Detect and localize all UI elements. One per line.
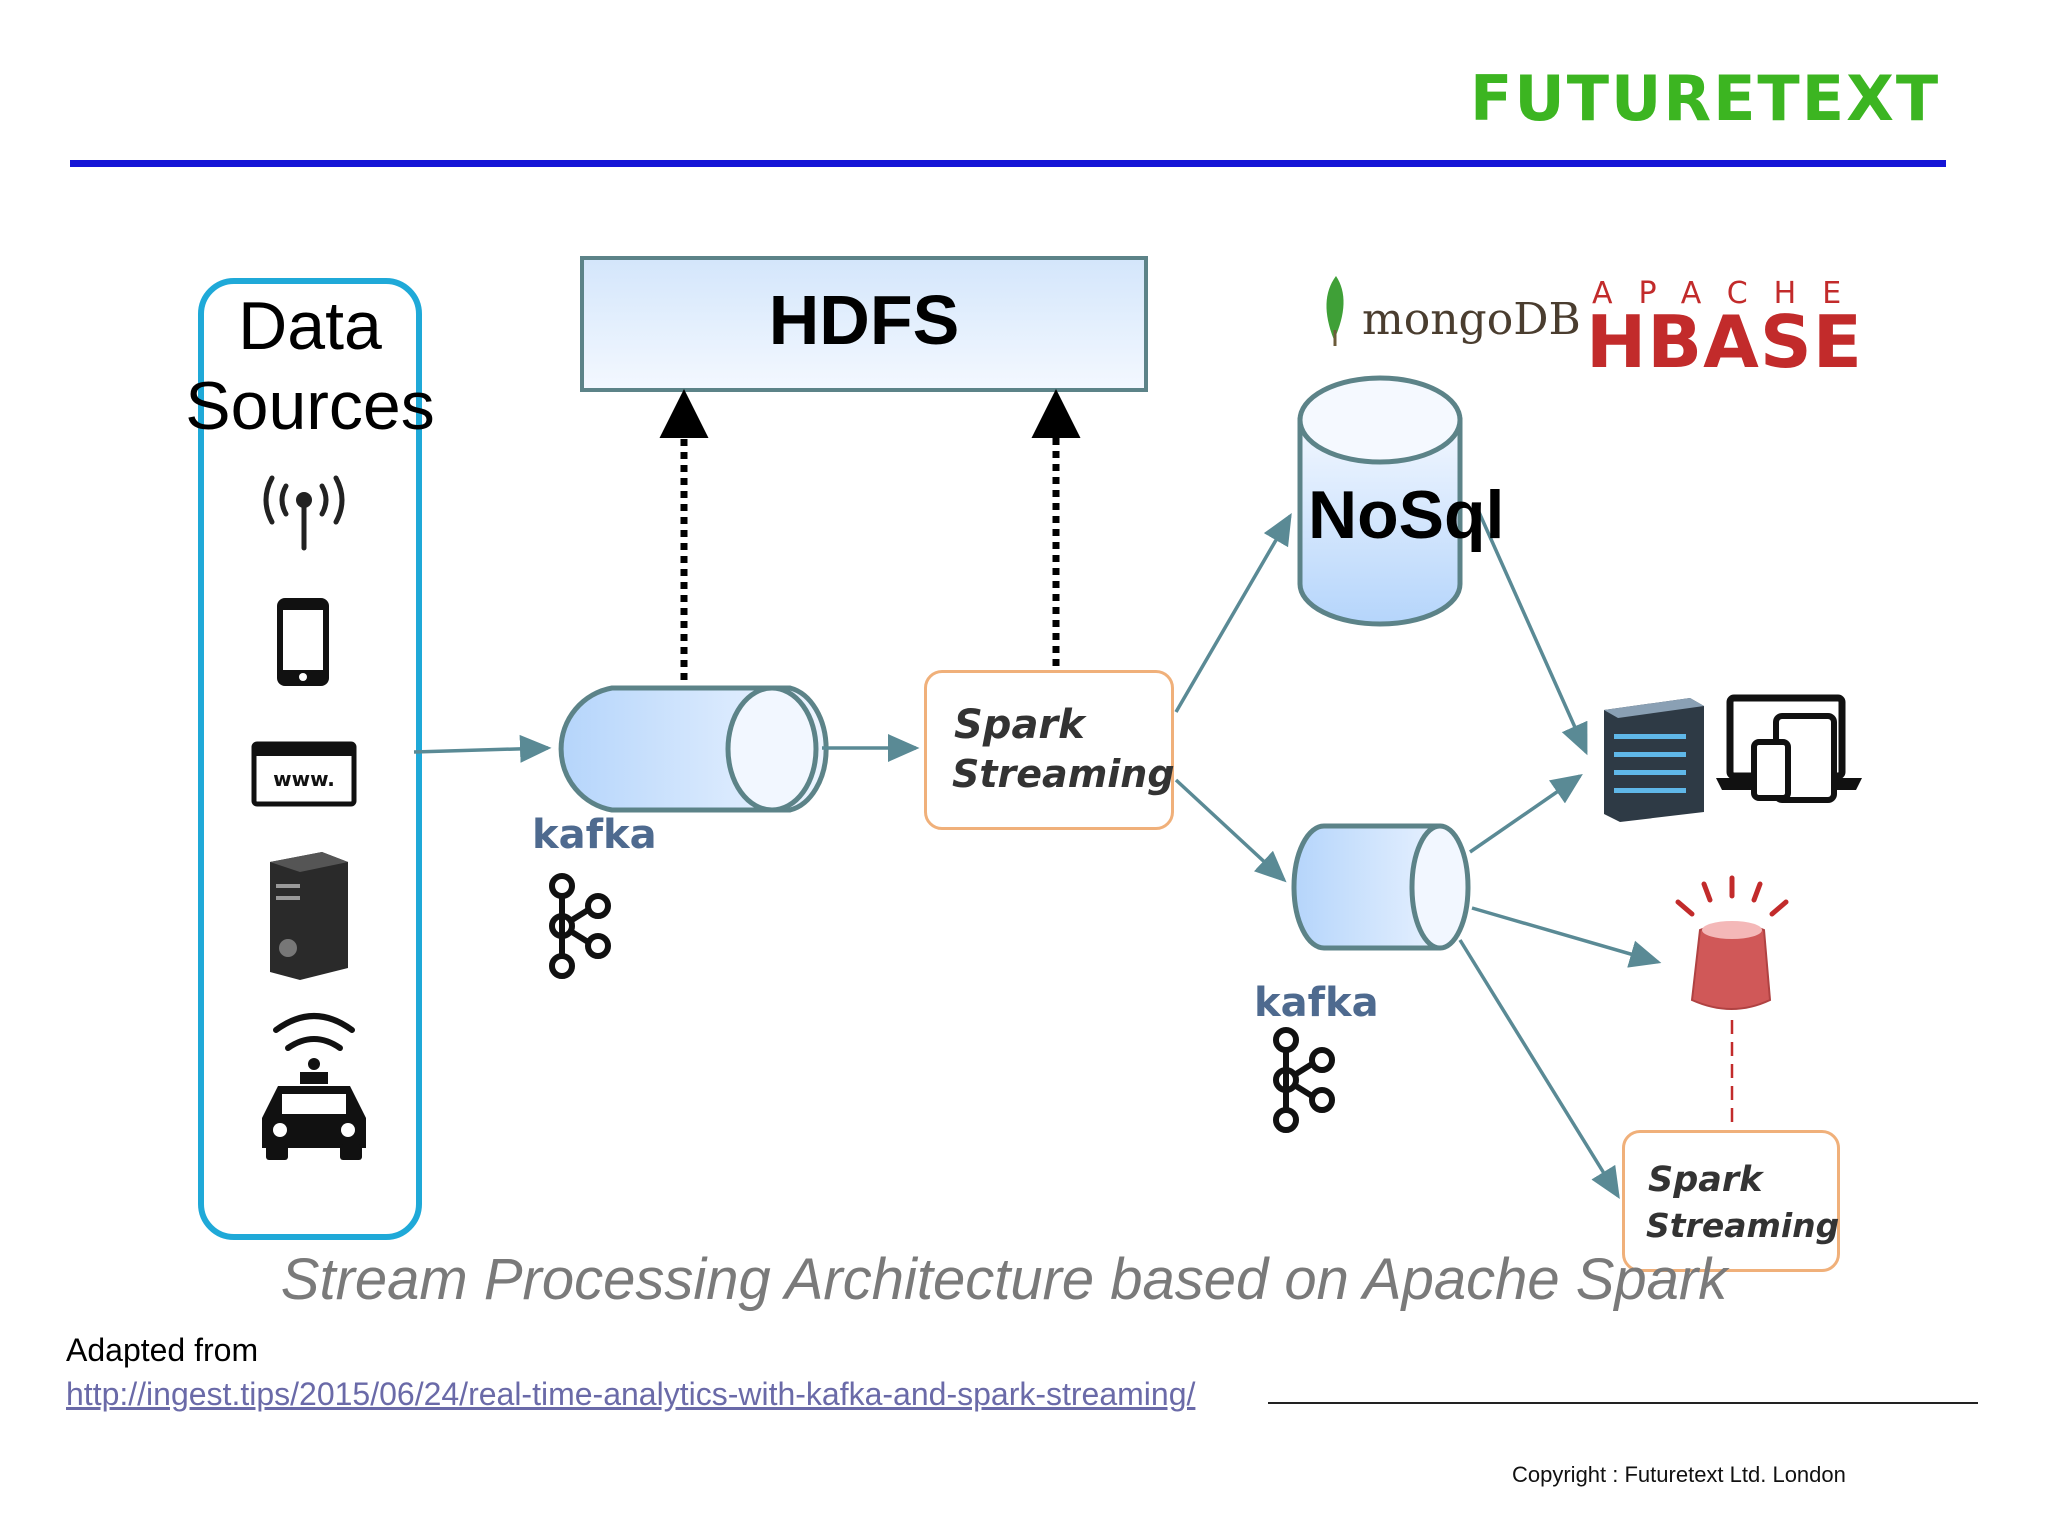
kafka2-to-servers-arrow <box>1469 774 1583 854</box>
alarm-light-icon <box>1675 875 1789 1010</box>
server-devices-icon <box>1604 694 1862 822</box>
kafka-label-2: kafka <box>1254 980 1379 1026</box>
header-rule <box>70 160 1946 167</box>
kafka-label-1: kafka <box>532 812 657 858</box>
browser-www-icon: www. <box>251 741 357 807</box>
diagram-caption: Stream Processing Architecture based on … <box>280 1247 1728 1312</box>
footer-rule <box>1268 1402 1978 1404</box>
apache-logo-text: APACHE <box>1592 276 1868 311</box>
data-sources-title: Data Sources <box>160 286 460 446</box>
kafka2-to-spark2-arrow <box>1458 939 1620 1199</box>
data-sources-title-line1: Data <box>238 288 382 364</box>
spark-word-2: Spark <box>1648 1160 1763 1200</box>
server-tower-icon <box>270 852 348 980</box>
futuretext-logo: FUTURETEXT <box>1470 62 1941 135</box>
connected-car-icon <box>262 1013 366 1160</box>
hdfs-box <box>580 256 1148 392</box>
www-text: www. <box>273 767 335 791</box>
spark-to-kafka2-arrow <box>1174 778 1287 883</box>
data-sources-title-line2: Sources <box>185 368 435 444</box>
attribution-label: Adapted from <box>66 1332 259 1368</box>
streaming-word-1: Streaming <box>952 752 1175 796</box>
nosql-cylinder <box>1297 375 1463 627</box>
smartphone-icon <box>277 598 329 686</box>
mongodb-leaf-icon <box>1326 276 1344 340</box>
kafka-logo-icon <box>1273 1027 1335 1133</box>
nosql-to-servers-arrow <box>1476 509 1588 756</box>
spark-streaming-box-1 <box>924 670 1174 830</box>
antenna-icon <box>263 475 345 551</box>
spark-to-nosql-arrow <box>1174 512 1292 713</box>
hdfs-label: HDFS <box>768 281 960 359</box>
sources-to-kafka-arrow <box>413 734 552 763</box>
copyright-text: Copyright : Futuretext Ltd. London <box>1512 1462 1846 1487</box>
spark-word-1: Spark <box>954 702 1085 748</box>
kafka-logo-icon <box>549 873 611 979</box>
hbase-logo: HBASE <box>1586 300 1863 384</box>
mongodb-logo: mongoDB <box>1362 294 1581 345</box>
nosql-label: NoSql <box>1308 477 1505 553</box>
kafka2-to-alarm-arrow <box>1471 906 1662 968</box>
data-sources-panel <box>198 278 422 1240</box>
kafka-cylinder-2 <box>1291 823 1471 951</box>
kafka-cylinder-1 <box>558 685 829 813</box>
spark-streaming-box-2 <box>1622 1130 1840 1272</box>
source-link[interactable]: http://ingest.tips/2015/06/24/real-time-… <box>66 1376 1196 1412</box>
streaming-word-2: Streaming <box>1646 1206 1840 1245</box>
